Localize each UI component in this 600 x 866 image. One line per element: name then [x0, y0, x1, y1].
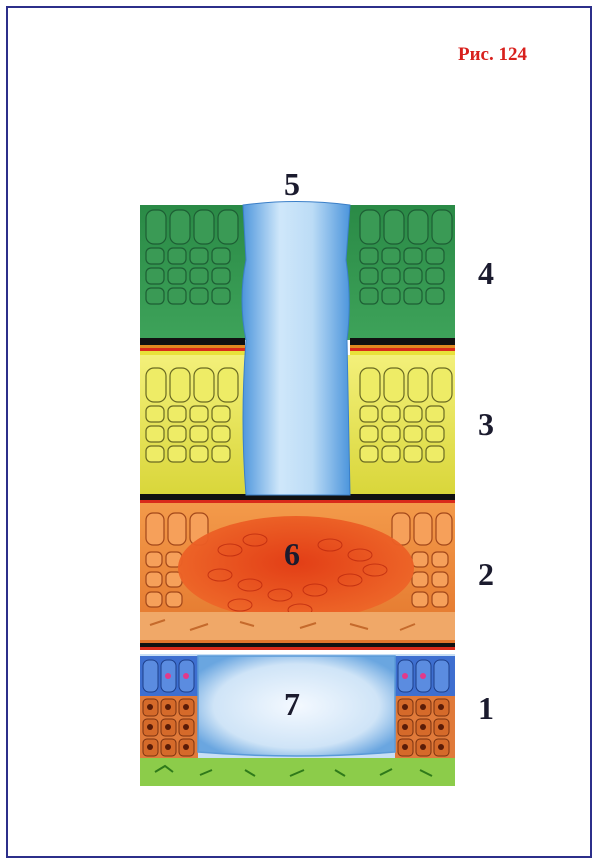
cavity-7 [197, 655, 396, 757]
channel-5 [241, 201, 351, 496]
label-6: 6 [284, 536, 300, 572]
layer-2-right-cells [391, 512, 453, 608]
label-3: 3 [478, 406, 494, 442]
label-1: 1 [478, 690, 494, 726]
layer-2-epithelium [140, 503, 455, 650]
figure-title: Рис. 124 [458, 44, 527, 65]
layer-3-left-cells [145, 367, 239, 463]
page-frame [6, 6, 592, 858]
label-5: 5 [284, 166, 300, 202]
layer-1-right-cells [395, 656, 455, 758]
layer-1-left-cells [140, 656, 198, 758]
label-7: 7 [284, 686, 300, 722]
label-4: 4 [478, 255, 494, 291]
layer-4-right-cells [359, 209, 453, 305]
mass-6 [178, 516, 414, 620]
layer-3-right-cells [359, 367, 453, 463]
layer-4-left-cells [145, 209, 239, 305]
mass-6-cells [207, 533, 388, 617]
layer-1-epithelium [140, 654, 455, 786]
label-2: 2 [478, 556, 494, 592]
